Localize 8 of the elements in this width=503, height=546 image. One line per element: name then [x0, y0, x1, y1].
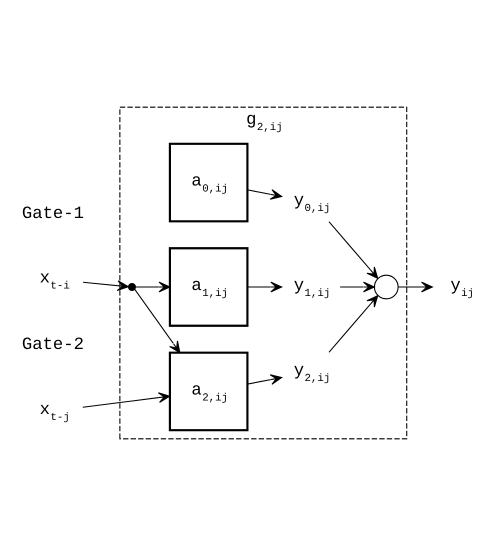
label: Gate-2 — [21, 336, 84, 356]
node-text: x$_{t-i}$ — [39, 269, 70, 292]
node-text: x$_{t-j}$ — [39, 400, 70, 424]
node-text: y$_{1,ij}$ — [293, 277, 330, 300]
node-text: y$_{0,ij}$ — [293, 192, 330, 215]
label: Gate-1 — [21, 204, 84, 224]
node-text: y$_{ij}$ — [450, 277, 474, 300]
node-text: y$_{2,ij}$ — [293, 362, 330, 386]
